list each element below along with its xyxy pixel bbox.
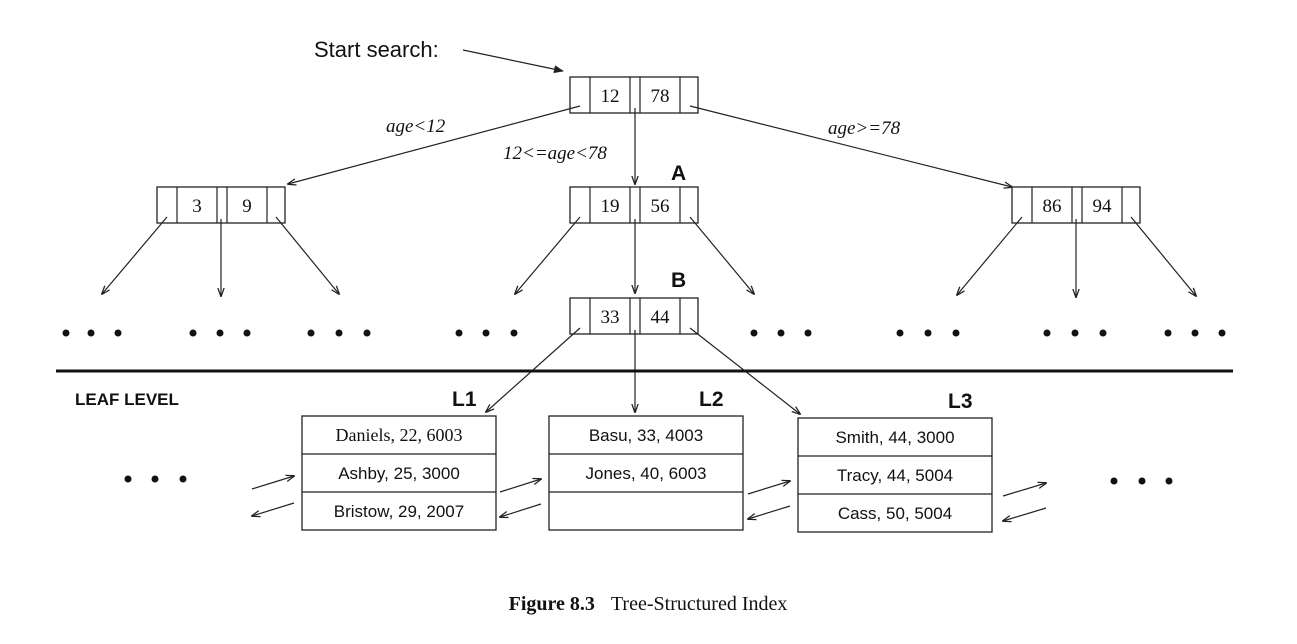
cond-left: age<12 <box>386 116 446 137</box>
sibling-pointers-l2-l3 <box>748 481 790 519</box>
caption-title: Tree-Structured Index <box>611 593 787 615</box>
left-node: 3 9 <box>156 186 286 224</box>
leaf-l3: Smith, 44, 3000 Tracy, 44, 5004 Cass, 50… <box>797 417 993 533</box>
node-a-label: A <box>671 162 686 185</box>
leaf-l2: Basu, 33, 4003 Jones, 40, 6003 <box>548 415 744 531</box>
node-b-key-1: 33 <box>601 307 620 328</box>
node-a-key-1: 19 <box>601 196 620 217</box>
sibling-pointers-right <box>1003 483 1046 521</box>
right-key-2: 94 <box>1093 196 1113 217</box>
leaf-l1-record-3: Bristow, 29, 2007 <box>334 502 464 521</box>
cond-middle: 12<=age<78 <box>503 143 607 164</box>
start-search-label: Start search: <box>314 37 439 62</box>
right-key-1: 86 <box>1043 196 1062 217</box>
root-key-1: 12 <box>601 86 620 107</box>
edge-root-left <box>288 105 581 184</box>
leaf-l3-record-1: Smith, 44, 3000 <box>835 428 954 447</box>
left-key-1: 3 <box>192 196 202 217</box>
root-key-2: 78 <box>651 86 670 107</box>
leaf-l1-label: L1 <box>452 388 477 411</box>
ellipsis-row <box>62 329 1226 337</box>
edge-right-3 <box>1130 216 1196 296</box>
node-a-key-2: 56 <box>651 196 670 217</box>
sibling-pointers-l1-l2 <box>500 479 541 517</box>
edge-a-1 <box>515 216 581 294</box>
leaf-l3-label: L3 <box>948 390 973 413</box>
leaf-l3-record-2: Tracy, 44, 5004 <box>837 466 953 485</box>
sibling-pointers-left <box>252 476 294 516</box>
leaf-l2-record-1: Basu, 33, 4003 <box>589 426 703 445</box>
leaf-l3-record-3: Cass, 50, 5004 <box>838 504 952 523</box>
edge-root-right <box>689 105 1012 187</box>
left-key-2: 9 <box>242 196 252 217</box>
edge-a-3 <box>689 216 754 294</box>
leaf-l1: Daniels, 22, 6003 Ashby, 25, 3000 Bristo… <box>301 415 497 531</box>
leaf-ellipsis-right <box>1110 477 1173 485</box>
node-b-key-2: 44 <box>651 307 671 328</box>
leaf-level-label: LEAF LEVEL <box>75 390 179 409</box>
node-b-label: B <box>671 269 686 292</box>
right-node: 86 94 <box>1011 186 1141 224</box>
edge-right-1 <box>957 216 1023 295</box>
node-a: 19 56 <box>569 186 699 224</box>
cond-right: age>=78 <box>828 118 901 139</box>
leaf-l1-record-2: Ashby, 25, 3000 <box>338 464 460 483</box>
leaf-ellipsis-left <box>124 475 187 483</box>
edge-left-1 <box>102 216 168 294</box>
node-b: 33 44 <box>569 297 699 335</box>
leaf-l2-record-2: Jones, 40, 6003 <box>586 464 707 483</box>
leaf-l2-label: L2 <box>699 388 724 411</box>
start-search-arrow <box>462 49 564 74</box>
caption-number: Figure 8.3 <box>509 593 595 615</box>
leaf-l1-record-1: Daniels, 22, 6003 <box>336 425 463 445</box>
root-node: 12 78 <box>569 76 699 114</box>
figure-caption: Figure 8.3 Tree-Structured Index <box>509 593 788 615</box>
edge-left-3 <box>275 216 339 294</box>
